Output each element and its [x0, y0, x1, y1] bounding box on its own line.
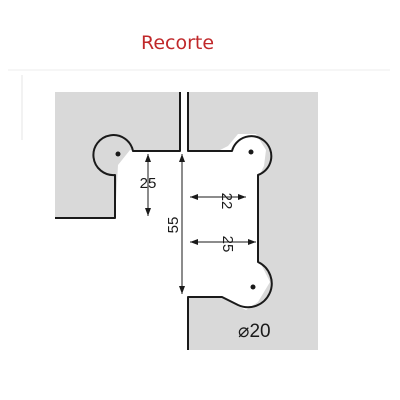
hole-diameter-label: ⌀20: [238, 321, 271, 342]
right-cutout-outline: [187, 92, 273, 350]
hole-center-top-right: [248, 149, 254, 155]
dimension-left-height: [145, 154, 151, 216]
hole-center-left: [115, 151, 121, 157]
dimension-total-height-label: 55: [165, 217, 182, 234]
hole-diameter-value: 20: [249, 321, 270, 342]
dimension-total-height: [179, 154, 185, 294]
dimension-inner-width-top: [190, 194, 246, 200]
dimension-inner-width-bottom: [190, 239, 256, 245]
hole-center-bottom-right: [250, 284, 256, 290]
dimension-inner-width-bottom-label: 25: [219, 236, 236, 253]
diameter-symbol-icon: ⌀: [238, 321, 249, 342]
left-cutout-outline: [55, 92, 181, 219]
dimension-left-height-label: 25: [140, 175, 157, 192]
dimension-inner-width-top-label: 22: [218, 193, 235, 210]
right-glass-panel: [188, 92, 318, 350]
diagram-title: Recorte: [140, 32, 215, 54]
